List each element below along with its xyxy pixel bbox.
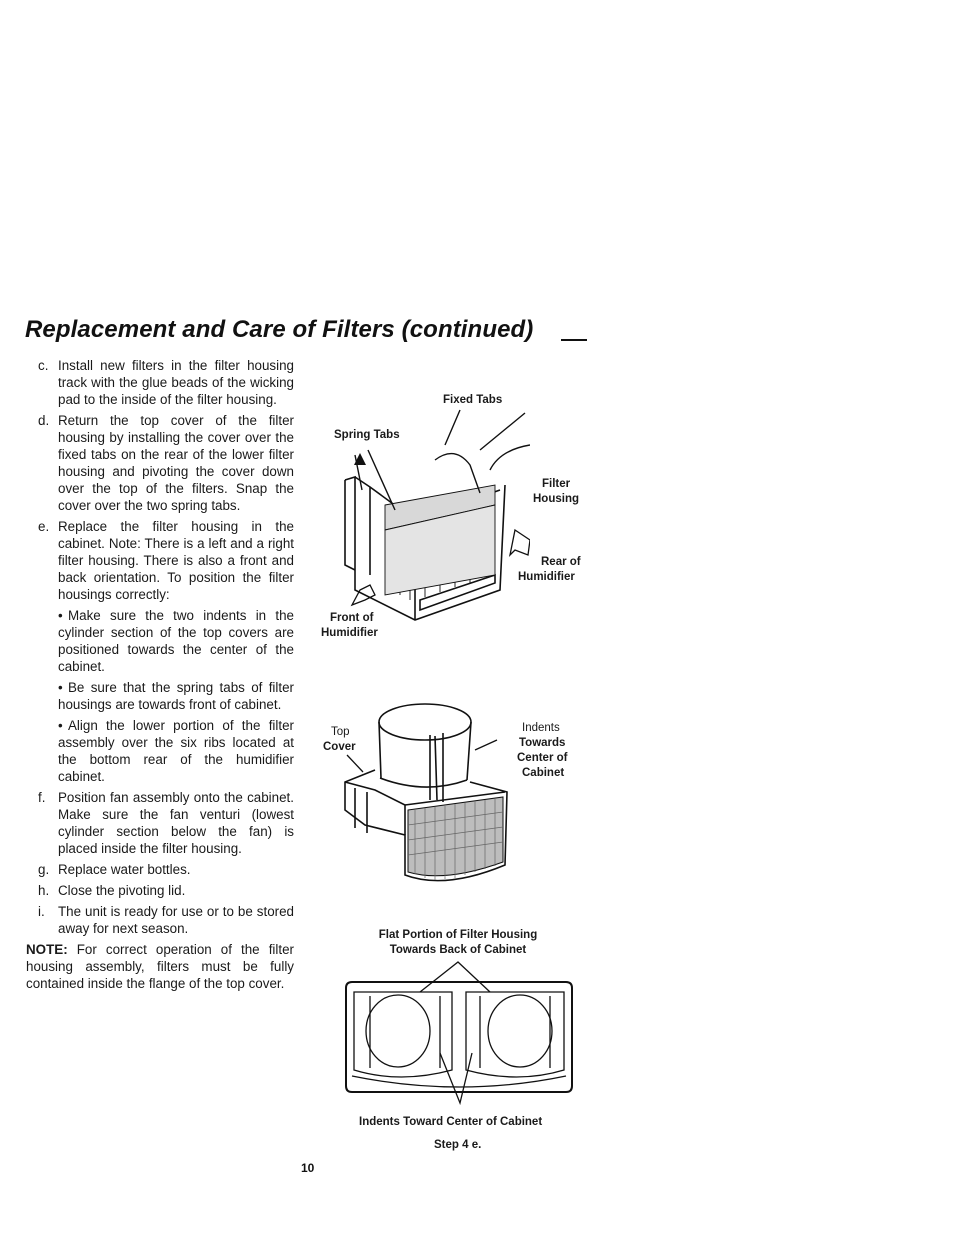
bullet-item: •Be sure that the spring tabs of filter … bbox=[58, 680, 294, 712]
step-text: Close the pivoting lid. bbox=[58, 883, 186, 898]
label-front-1: Front of bbox=[330, 612, 374, 624]
note-label: NOTE: bbox=[26, 942, 68, 957]
label-fixed-tabs: Fixed Tabs bbox=[443, 394, 503, 406]
step-letter: f. bbox=[38, 790, 46, 805]
note-text: For correct operation of the filter hous… bbox=[26, 942, 294, 991]
label-indents-4: Cabinet bbox=[522, 767, 565, 779]
step-g: g. Replace water bottles. bbox=[26, 861, 294, 878]
top-view-illustration bbox=[345, 961, 573, 1106]
bullet-text: Align the lower portion of the filter as… bbox=[58, 718, 294, 784]
top-cover-illustration bbox=[344, 703, 508, 882]
step-text: Position fan assembly onto the cabinet. … bbox=[58, 790, 294, 856]
step-f: f. Position fan assembly onto the cabinet… bbox=[26, 789, 294, 857]
label-filter-housing-2: Housing bbox=[533, 493, 579, 505]
page-number: 10 bbox=[301, 1161, 315, 1175]
note-paragraph: NOTE: For correct operation of the filte… bbox=[26, 941, 294, 992]
label-rear-1: Rear of bbox=[541, 556, 581, 568]
step-letter: e. bbox=[38, 519, 50, 534]
label-indents-2: Towards bbox=[519, 737, 566, 749]
step-letter: c. bbox=[38, 358, 49, 373]
step-e: e. Replace the filter housing in the cabi… bbox=[26, 518, 294, 603]
step-letter: g. bbox=[38, 862, 50, 877]
step-letter: h. bbox=[38, 883, 50, 898]
step-text: Return the top cover of the filter housi… bbox=[58, 413, 294, 513]
step-c: c. Install new filters in the filter hous… bbox=[26, 357, 294, 408]
label-flat-1: Flat Portion of Filter Housing bbox=[378, 929, 538, 941]
label-front-2: Humidifier bbox=[321, 627, 378, 639]
label-indents-bottom: Indents Toward Center of Cabinet bbox=[359, 1116, 543, 1128]
label-filter-housing-1: Filter bbox=[542, 478, 571, 490]
bullet-text: Be sure that the spring tabs of filter h… bbox=[58, 680, 294, 712]
label-top-cover-1: Top bbox=[331, 726, 350, 738]
page-title: Replacement and Care of Filters (continu… bbox=[25, 316, 534, 343]
label-indents-3: Center of bbox=[517, 752, 568, 764]
step-i: i. The unit is ready for use or to be sto… bbox=[26, 903, 294, 937]
bullet-item: •Align the lower portion of the filter a… bbox=[58, 718, 294, 784]
label-spring-tabs: Spring Tabs bbox=[334, 429, 400, 441]
filter-housing-illustration bbox=[344, 409, 530, 621]
label-indents-1: Indents bbox=[522, 722, 560, 734]
step-letter: i. bbox=[38, 904, 45, 919]
label-flat-2: Towards Back of Cabinet bbox=[389, 944, 527, 956]
step-d: d. Return the top cover of the filter hou… bbox=[26, 412, 294, 514]
label-rear-2: Humidifier bbox=[518, 571, 575, 583]
label-top-cover-2: Cover bbox=[323, 741, 356, 753]
step-letter: d. bbox=[38, 413, 50, 428]
step-text: Install new filters in the filter housin… bbox=[58, 358, 294, 407]
step-text: The unit is ready for use or to be store… bbox=[58, 904, 294, 936]
step-text: Replace the filter housing in the cabine… bbox=[58, 519, 294, 602]
label-flat-portion: Flat Portion of Filter Housing Towards B… bbox=[340, 928, 576, 958]
step-text: Replace water bottles. bbox=[58, 862, 191, 877]
step-h: h. Close the pivoting lid. bbox=[26, 882, 294, 899]
step-caption: Step 4 e. bbox=[434, 1139, 482, 1151]
title-rule bbox=[561, 339, 587, 341]
bullet-item: •Make sure the two indents in the cylind… bbox=[58, 608, 294, 674]
bullet-text: Make sure the two indents in the cylinde… bbox=[58, 608, 294, 674]
instruction-list: c. Install new filters in the filter hous… bbox=[26, 357, 294, 992]
